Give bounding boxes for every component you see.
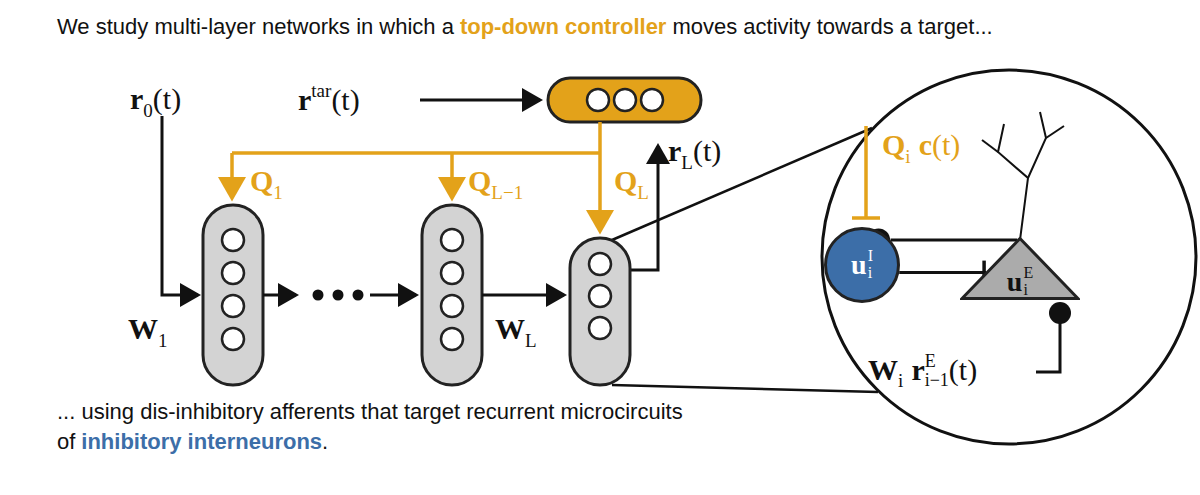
subscript: i (868, 265, 873, 282)
label: QL (614, 164, 649, 203)
subscript: 1 (273, 182, 283, 203)
super-subscript: Ei−1 (925, 352, 949, 390)
superscript: I (868, 248, 873, 265)
caption-text: moves activity towards a target... (672, 14, 992, 39)
math-symbol: r (298, 83, 311, 116)
zoom-inset (612, 70, 1196, 444)
label: WirEi−1(t) (868, 352, 977, 392)
controller-feedback (232, 122, 600, 231)
subscript: L−1 (491, 182, 523, 203)
super-subscript: Ii (868, 248, 873, 282)
dendrite (982, 112, 1064, 240)
math-symbol: (t) (932, 128, 960, 161)
topdown-input (852, 126, 880, 218)
label: QL−1 (468, 164, 523, 203)
connector-line (899, 271, 986, 274)
subscript: L (637, 182, 649, 203)
caption-text: of (57, 429, 75, 454)
connector-line (891, 238, 1018, 241)
label: r0(t) (130, 82, 181, 121)
caption-text: top-down controller (460, 14, 667, 39)
subscript: i (905, 146, 910, 167)
variable: u (1007, 268, 1023, 296)
layer-box (203, 205, 263, 385)
zoom-circle (822, 70, 1196, 444)
caption-text: . (322, 429, 328, 454)
caption-text: ... using dis-inhibitory afferents that … (57, 399, 683, 424)
caption-text: We study multi-layer networks in which a (57, 14, 454, 39)
label: Qic(t) (882, 128, 960, 167)
math-symbol: r (130, 82, 143, 115)
math-symbol: r (911, 353, 924, 386)
math-symbol: Q (882, 128, 905, 161)
controller (548, 78, 701, 122)
super-subscript: Ei (1023, 265, 1033, 299)
math-symbol: Q (250, 164, 273, 197)
target-arrow (420, 99, 540, 102)
ellipsis-dots (313, 290, 364, 301)
caption-text: inhibitory interneurons (81, 429, 322, 454)
label: rtar(t) (298, 80, 360, 118)
label: rL(t) (668, 134, 721, 173)
math-symbol: (t) (331, 83, 359, 116)
label: Q1 (250, 164, 283, 203)
subscript: 0 (143, 100, 153, 121)
math-symbol: (t) (949, 353, 977, 386)
zoom-line (612, 385, 878, 392)
subscript: L (525, 330, 537, 351)
layer-box (570, 238, 630, 385)
math-symbol: (t) (153, 82, 181, 115)
math-symbol: (t) (693, 134, 721, 167)
feedforward-synapse (1036, 302, 1071, 372)
interneuron-circle: uIi (824, 227, 900, 303)
label: W1 (128, 312, 168, 351)
subscript: i (1023, 282, 1033, 299)
variable: u (851, 251, 867, 279)
math-symbol: W (495, 312, 525, 345)
node-label: uIi (824, 227, 900, 303)
label: ofinhibitory interneurons. (57, 429, 328, 454)
math-symbol: c (919, 128, 932, 161)
outline (962, 239, 1078, 299)
math-symbol: Q (468, 164, 491, 197)
label: ... using dis-inhibitory afferents that … (57, 399, 683, 424)
subscript: i−1 (925, 371, 949, 390)
subscript: 1 (158, 330, 168, 351)
math-symbol: Q (614, 164, 637, 197)
pyramidal-triangle: uEi (960, 237, 1080, 300)
math-symbol: r (668, 134, 681, 167)
math-symbol: W (128, 312, 158, 345)
feedforward-arrows (263, 294, 564, 297)
superscript: E (1023, 265, 1033, 282)
label: WL (495, 312, 537, 351)
subscript: i (898, 370, 903, 391)
synapse-connector (899, 261, 986, 285)
superscript: tar (311, 80, 331, 101)
input-r0 (162, 116, 198, 295)
label: We study multi-layer networks in which a… (57, 14, 993, 39)
superscript: E (925, 352, 949, 371)
layer-box (422, 205, 482, 385)
math-symbol: W (868, 353, 898, 386)
outline (826, 229, 899, 302)
node-label: uEi (960, 237, 1080, 300)
subscript: L (681, 152, 693, 173)
